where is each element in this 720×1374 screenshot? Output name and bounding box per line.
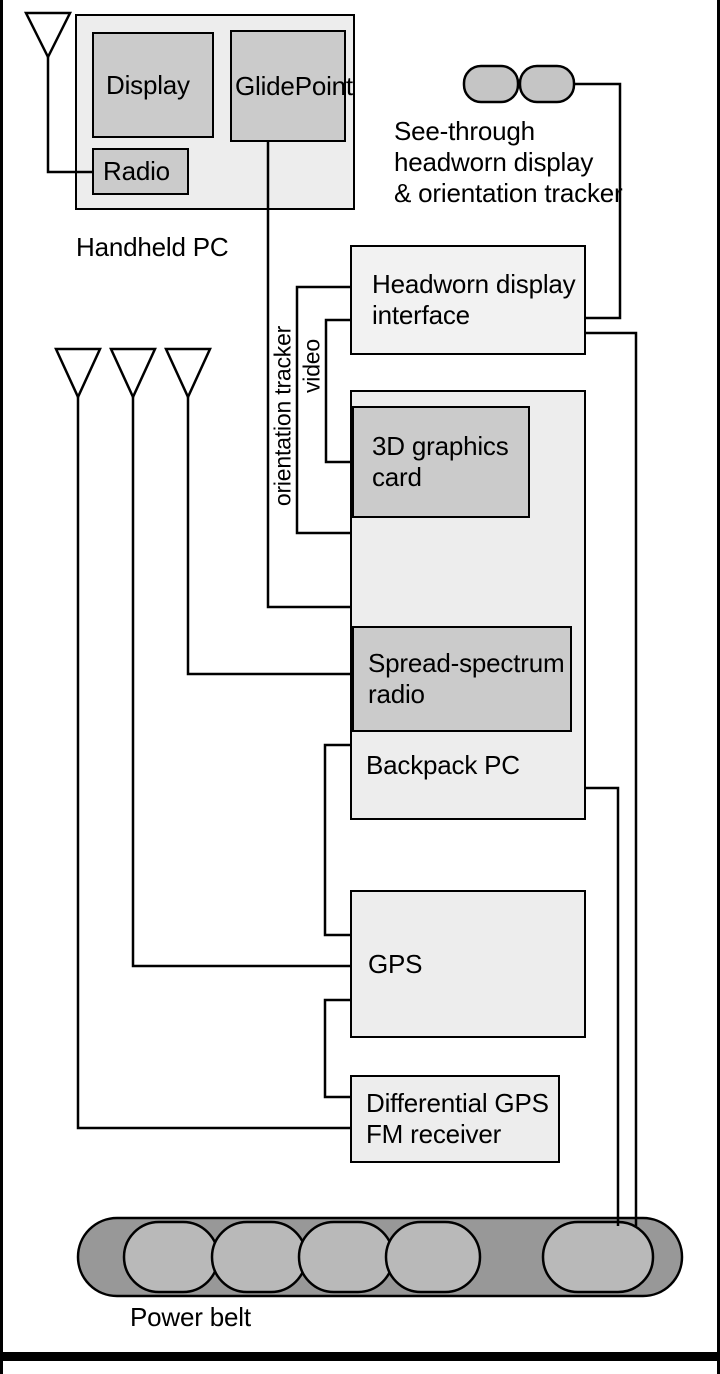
headworn-display-pills-icon (462, 64, 576, 104)
headworn-interface-box: Headworn display interface (350, 245, 586, 355)
power-belt-icon (76, 1216, 684, 1298)
dgps-box: Differential GPS FM receiver (350, 1075, 560, 1163)
headworn-display-caption: See-through headworn display & orientati… (394, 116, 623, 208)
spread-spectrum-antenna-icon (164, 347, 352, 676)
display-box: Display (92, 32, 214, 138)
interface-power-wire (586, 331, 638, 1226)
graphics-card-box: 3D graphics card (352, 406, 530, 518)
dgps-antenna-icon (54, 347, 350, 1130)
frame-left-border (0, 0, 3, 1374)
graphics-card-label: 3D graphics card (372, 431, 509, 492)
gps-antenna-icon (109, 347, 350, 968)
dgps-label: Differential GPS FM receiver (366, 1088, 549, 1149)
gps-box: GPS (350, 890, 586, 1038)
handheld-pc-label: Handheld PC (76, 232, 229, 262)
backpack-pc-label: Backpack PC (366, 750, 520, 780)
video-wire (324, 318, 352, 464)
spread-spectrum-radio-box: Spread-spectrum radio (352, 626, 572, 732)
power-belt-label: Power belt (130, 1302, 251, 1332)
spread-spectrum-radio-label: Spread-spectrum radio (368, 648, 565, 709)
gps-dgps-wire (323, 998, 350, 1099)
headworn-interface-label: Headworn display interface (372, 269, 576, 330)
frame-right-border (717, 0, 720, 1374)
radio-label: Radio (103, 156, 170, 186)
orientation-tracker-wire (295, 285, 350, 535)
orientation-tracker-wire-label: orientation tracker (269, 325, 296, 507)
frame-bottom-rule (0, 1352, 720, 1361)
glidepoint-label: GlidePoint (235, 70, 353, 101)
glidepoint-box: GlidePoint (230, 30, 353, 142)
backpack-gps-wire (323, 743, 350, 937)
video-wire-label: video (298, 339, 325, 393)
gps-label: GPS (368, 948, 423, 979)
backpack-power-wire (586, 786, 620, 1226)
radio-box: Radio (92, 148, 189, 195)
display-label: Display (106, 69, 190, 100)
